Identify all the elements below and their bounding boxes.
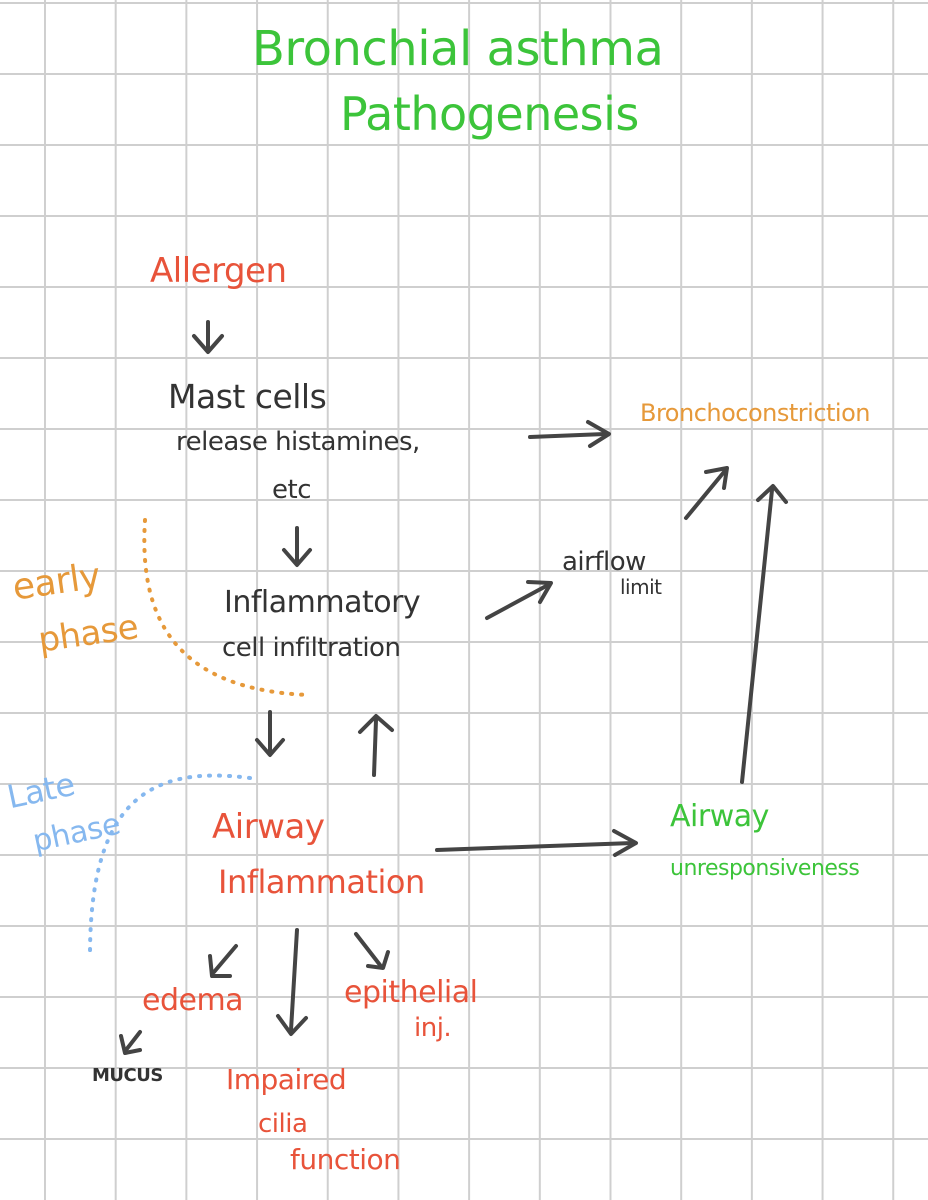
inflammatory-line-2: cell infiltration: [222, 633, 401, 663]
inflammatory-line-1: Inflammatory: [224, 585, 421, 620]
impaired-line-3: function: [290, 1143, 401, 1176]
arrow-airway-inflammation-to-impaired: [276, 928, 308, 1036]
epithelial-line-1: epithelial: [344, 975, 478, 1010]
airway-unresponsiveness-line-2: unresponsiveness: [670, 856, 860, 881]
arrow-edema-to-mucus: [119, 1030, 142, 1055]
arrow-airway-inflammation-to-inflammatory: [358, 714, 394, 777]
arrow-inflammatory-to-airflow: [485, 580, 553, 620]
edema-label: edema: [142, 983, 244, 1018]
arrow-inflammatory-to-airway-inflammation: [255, 710, 285, 757]
mast-cells-line-3: etc: [272, 475, 312, 505]
arrow-allergen-to-mast-cells: [192, 320, 224, 354]
arrow-airflow-to-bronchoconstriction: [684, 466, 729, 520]
airway-inflammation-line-1: Airway: [212, 807, 325, 847]
mast-cells-line-1: Mast cells: [168, 377, 327, 416]
late-phase-arc: [88, 773, 252, 957]
title-line-2: Pathogenesis: [340, 87, 639, 141]
impaired-line-2: cilia: [258, 1109, 308, 1139]
arrow-unresponsiveness-to-bronchoconstriction: [740, 484, 788, 784]
airflow-line-2: limit: [620, 575, 662, 599]
airway-unresponsiveness-line-1: Airway: [670, 799, 769, 834]
arrow-airway-inflammation-to-epithelial: [354, 932, 390, 970]
airway-inflammation-line-2: Inflammation: [218, 863, 425, 901]
impaired-line-1: Impaired: [226, 1063, 347, 1096]
bronchoconstriction-label: Bronchoconstriction: [640, 399, 871, 427]
early-phase-arc: [142, 518, 312, 697]
epithelial-line-2: inj.: [414, 1013, 452, 1043]
allergen-label: Allergen: [150, 251, 287, 291]
arrow-airway-inflammation-to-edema: [208, 944, 238, 978]
arrow-mast-cells-to-inflammatory: [282, 526, 312, 567]
title-line-1: Bronchial asthma: [252, 21, 664, 77]
mucus-label: MUCUS: [92, 1065, 163, 1086]
arrow-mast-cells-to-bronchoconstriction: [528, 420, 611, 448]
arrow-airway-inflammation-to-unresponsiveness: [435, 829, 638, 857]
mast-cells-line-2: release histamines,: [176, 427, 420, 457]
airflow-line-1: airflow: [562, 547, 646, 577]
